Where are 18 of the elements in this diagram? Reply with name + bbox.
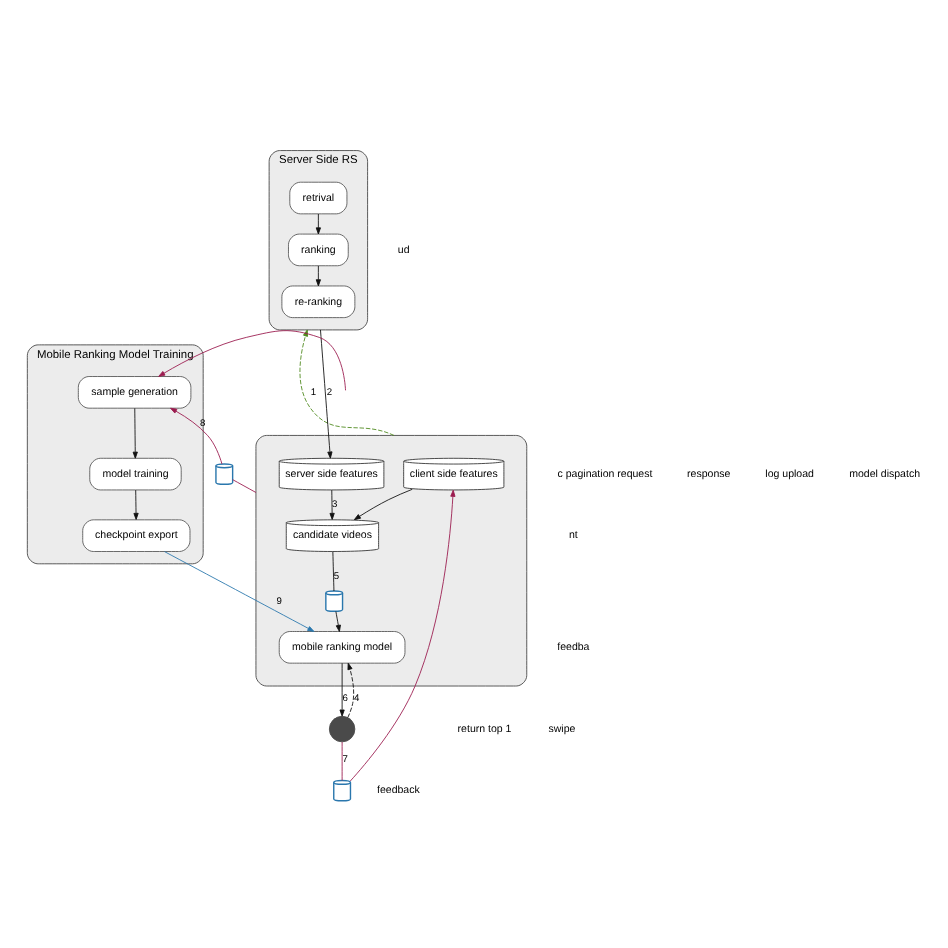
connector <box>341 740 343 780</box>
connector <box>332 550 335 591</box>
arrow <box>349 488 456 781</box>
connector <box>232 478 257 492</box>
arrow <box>132 406 138 458</box>
arrow <box>299 328 395 435</box>
arrow <box>347 661 355 717</box>
arrow <box>133 488 139 519</box>
arrow <box>339 661 345 716</box>
arrow <box>315 264 321 286</box>
arrow <box>170 406 223 464</box>
node-person <box>328 714 356 742</box>
arrow <box>315 212 321 234</box>
arrow <box>329 488 335 519</box>
arrow <box>335 610 341 631</box>
arrow <box>353 487 413 520</box>
arrow <box>320 328 333 458</box>
arrow <box>158 329 346 390</box>
